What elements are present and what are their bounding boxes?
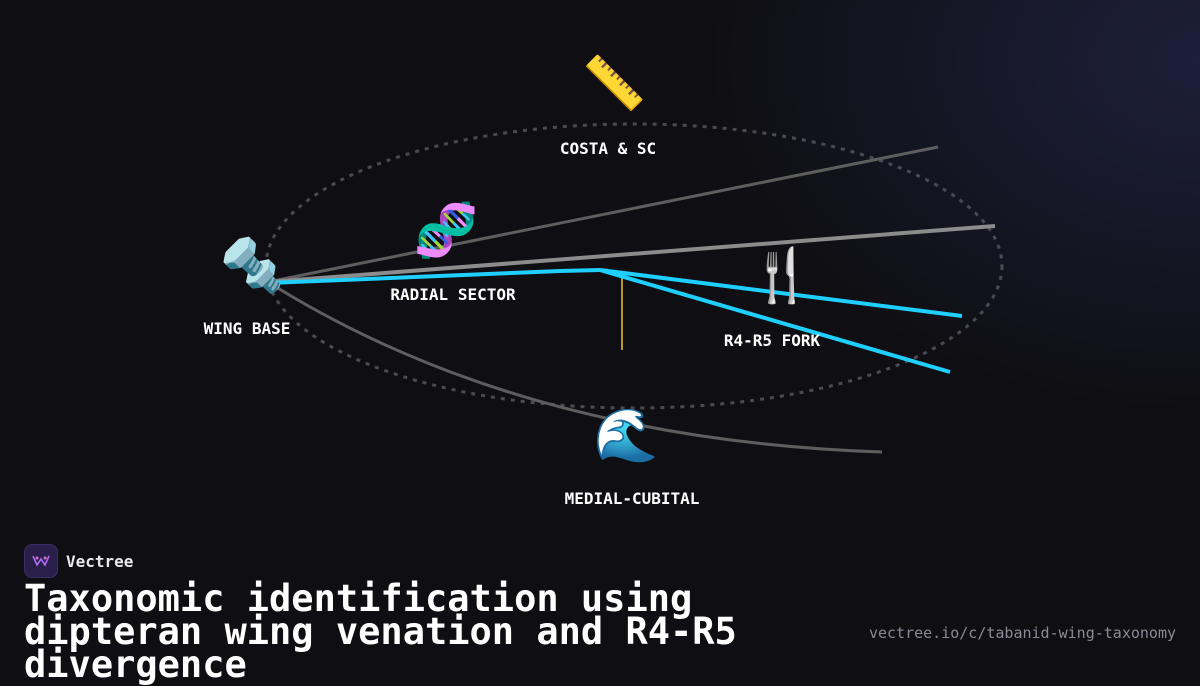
radial-vein [267,224,996,284]
nut-and-bolt-icon: 🔩 [219,236,285,296]
source-url[interactable]: vectree.io/c/tabanid-wing-taxonomy [868,624,1176,642]
medial-cubital-vein [267,280,883,454]
r4-r5-stem-vein [267,268,601,285]
page-title: Taxonomic identification using dipteran … [24,577,737,686]
node-label-r4-r5-fork: R4-R5 FORK [723,331,821,350]
wing-outline [264,122,1004,410]
costa-vein [267,145,939,284]
ruler-icon: 📏 [581,54,647,114]
vectree-logo-icon [24,544,58,578]
node-label-costa: COSTA & SC [559,139,657,158]
wave-icon: 🌊 [593,406,659,466]
r5-vein [599,268,951,374]
node-label-radial-sector: RADIAL SECTOR [390,285,516,304]
node-label-wing-base: WING BASE [203,319,291,338]
fork-and-knife-icon: 🍴 [749,246,815,306]
brand: Vectree [24,544,133,578]
brand-name: Vectree [66,551,134,571]
r4-vein [599,268,963,318]
node-label-medial-cubital: MEDIAL-CUBITAL [564,489,700,508]
dna-icon: 🧬 [413,201,479,261]
